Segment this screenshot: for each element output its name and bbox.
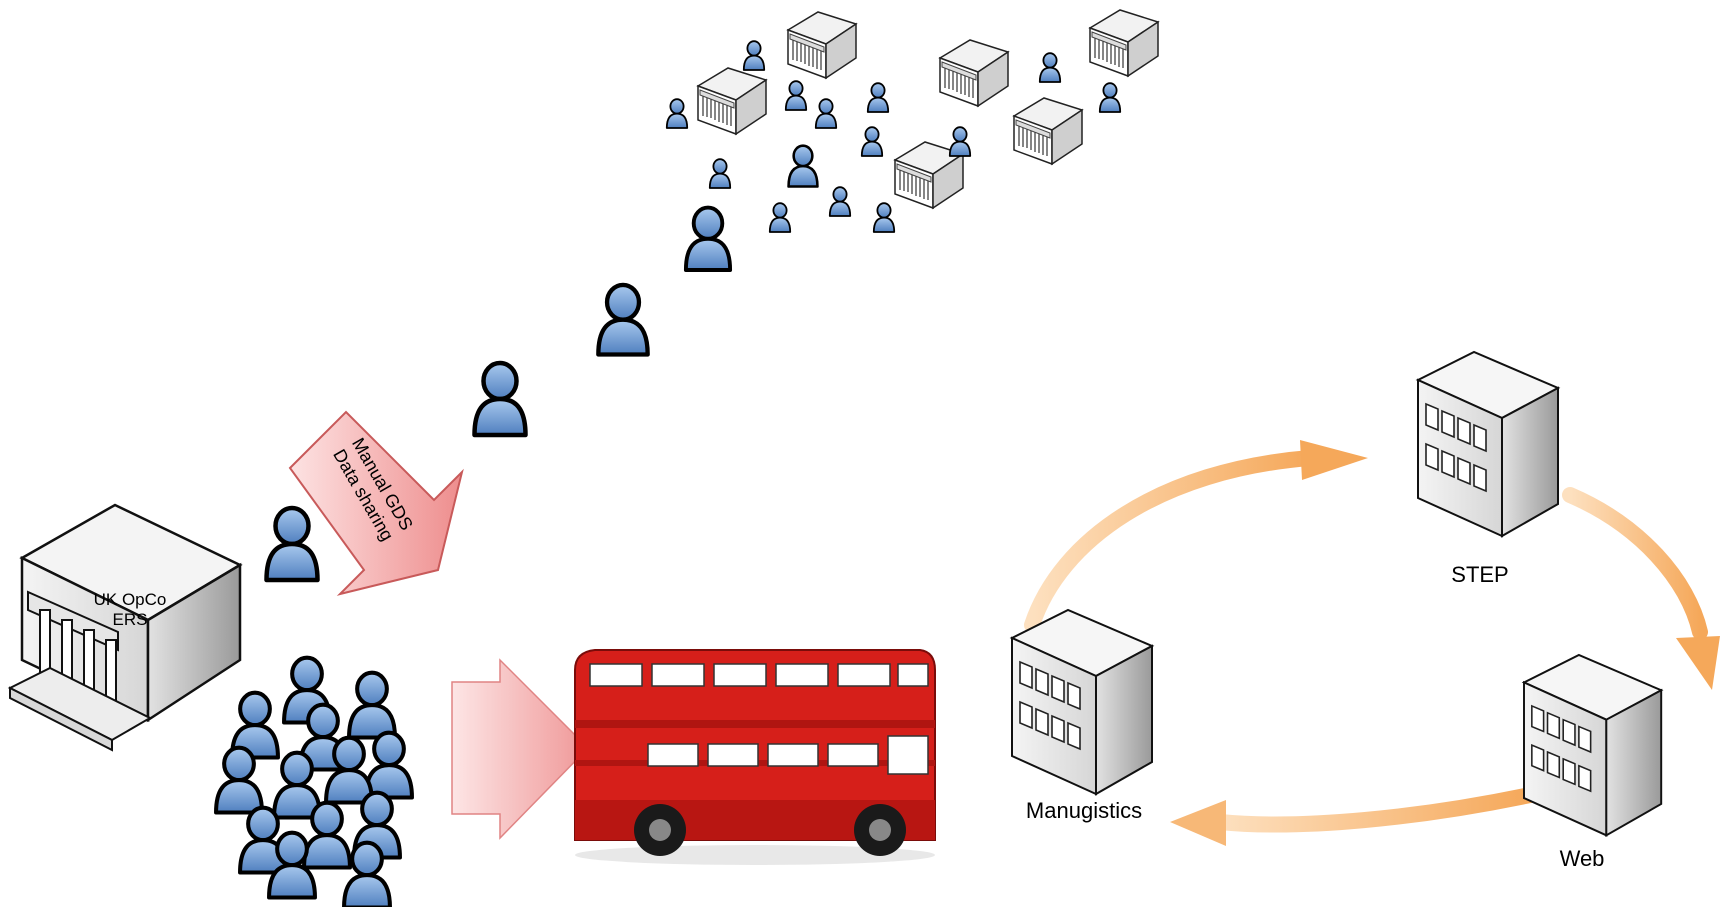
- person-icon: [784, 80, 808, 111]
- hq-label-line2: ERS: [113, 610, 148, 629]
- manual-gds-arrow: [288, 410, 464, 596]
- person-icon: [828, 186, 852, 217]
- person-icon: [1038, 52, 1062, 83]
- person-icon: [742, 40, 766, 71]
- person-icon: [708, 158, 732, 189]
- person-icon: [948, 126, 972, 157]
- server-icon: [1013, 97, 1083, 165]
- person-icon: [267, 508, 318, 580]
- cycle-arrow-to-web: [1562, 487, 1720, 690]
- server-icon: [787, 11, 857, 79]
- person-icon: [366, 733, 412, 798]
- person-icon: [1098, 82, 1122, 113]
- web-label: Web: [1560, 846, 1605, 871]
- transition-arrow: [451, 658, 590, 840]
- manugistics-server-icon: [1011, 609, 1153, 795]
- step-server-icon: [1417, 351, 1559, 537]
- person-icon: [475, 363, 526, 435]
- manugistics-label: Manugistics: [1026, 798, 1142, 823]
- bus-image: [574, 649, 936, 865]
- agent-network: [665, 9, 1159, 233]
- person-icon: [349, 673, 395, 738]
- server-icon: [697, 67, 767, 135]
- web-server-icon: [1523, 654, 1663, 837]
- cycle-arrow-to-step: [1024, 440, 1368, 633]
- person-icon: [598, 285, 647, 355]
- server-icon: [1089, 9, 1159, 77]
- hq-label-line1: UK OpCo: [94, 590, 167, 609]
- person-icon: [860, 126, 884, 157]
- staff-crowd: [216, 658, 412, 907]
- person-icon: [814, 98, 838, 129]
- person-icon: [866, 82, 890, 113]
- server-icon: [939, 39, 1009, 107]
- person-icon: [768, 202, 792, 233]
- person-icon: [665, 98, 689, 129]
- hq-building-icon: [7, 503, 243, 752]
- cycle-arrow-to-manugistics: [1170, 787, 1538, 846]
- person-icon: [872, 202, 896, 233]
- person-icon: [683, 205, 733, 272]
- person-icon: [787, 144, 819, 188]
- step-label: STEP: [1451, 562, 1508, 587]
